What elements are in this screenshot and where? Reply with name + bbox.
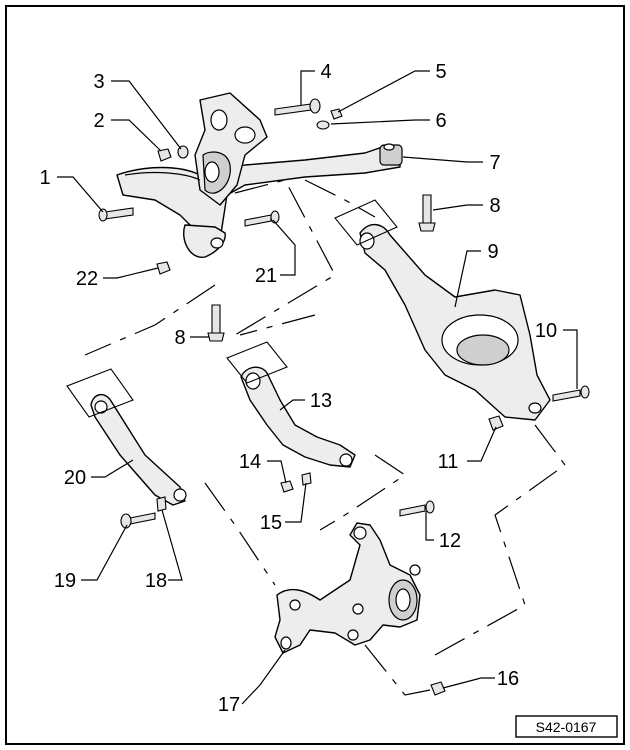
callout-12: 12 (439, 530, 461, 552)
nut-2 (157, 148, 172, 162)
nut-22 (156, 261, 171, 275)
diagram-frame: 1 2 3 4 5 6 7 8 8 9 10 11 12 13 14 15 16… (5, 5, 625, 745)
callout-18: 18 (145, 570, 167, 592)
bolt-1 (98, 207, 134, 222)
nut-16 (430, 681, 446, 696)
callout-13: 13 (310, 390, 332, 412)
bolt-21 (244, 210, 280, 227)
callout-3: 3 (93, 71, 104, 93)
bolt-4 (274, 98, 321, 116)
callout-20: 20 (64, 467, 86, 489)
callout-16: 16 (497, 668, 519, 690)
bolt-8-upper (418, 194, 436, 232)
wheel-bearing-housing-part (274, 522, 421, 654)
washer-18 (156, 496, 167, 512)
callout-8-lower: 8 (174, 327, 185, 349)
bolt-8-lower (207, 304, 225, 342)
transverse-link-part (90, 394, 187, 506)
bolt-10 (552, 385, 590, 402)
bolt-12 (399, 500, 435, 517)
assembly-lines (84, 179, 566, 696)
callout-numbers: 1 2 3 4 5 6 7 8 8 9 10 11 12 13 14 15 16… (39, 61, 557, 716)
nut-11 (488, 415, 504, 431)
callout-17: 17 (218, 694, 240, 716)
reference-code: S42-0167 (536, 719, 597, 735)
washer-15 (301, 472, 312, 486)
callout-19: 19 (54, 570, 76, 592)
callout-1: 1 (39, 167, 50, 189)
callout-9: 9 (487, 241, 498, 263)
callout-5: 5 (435, 61, 446, 83)
callout-4: 4 (320, 61, 331, 83)
callout-7: 7 (489, 152, 500, 174)
callout-2: 2 (93, 110, 104, 132)
callout-14: 14 (239, 451, 261, 473)
callout-10: 10 (535, 320, 557, 342)
exploded-view-diagram: 1 2 3 4 5 6 7 8 8 9 10 11 12 13 14 15 16… (5, 5, 625, 745)
callout-21: 21 (255, 265, 277, 287)
washer-6 (316, 120, 330, 130)
nut-14 (280, 480, 294, 493)
callout-6: 6 (435, 110, 446, 132)
callout-22: 22 (76, 268, 98, 290)
outer-border (5, 5, 625, 745)
callout-11: 11 (438, 451, 459, 473)
subframe-part (116, 92, 403, 258)
callout-8-upper: 8 (489, 195, 500, 217)
callout-15: 15 (260, 512, 282, 534)
reference-code-box: S42-0167 (515, 715, 618, 738)
reference-plates (66, 199, 398, 418)
lower-control-arm-part (359, 223, 551, 421)
leader-lines (57, 70, 578, 705)
